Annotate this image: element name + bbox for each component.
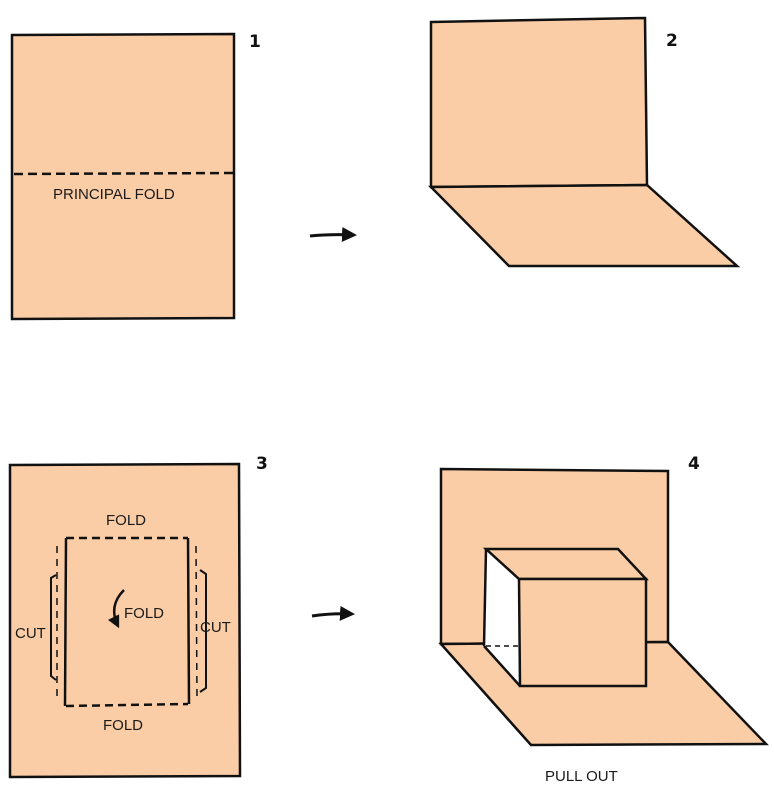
popup-hole-back	[484, 549, 520, 686]
step-1: PRINCIPAL FOLD 1	[10, 32, 261, 321]
cut-right-label: CUT	[200, 619, 231, 636]
popup-fold-edge	[483, 645, 521, 687]
right-arrow-icon	[311, 605, 355, 621]
fold-line-bottom	[65, 702, 189, 708]
principal-fold-line	[13, 171, 235, 176]
popup-cut-edge	[482, 548, 488, 647]
cut-left-label: CUT	[15, 625, 46, 642]
curved-down-arrow-icon	[107, 589, 125, 629]
step-2-number: 2	[666, 31, 678, 51]
pull-out-label: PULL OUT	[545, 768, 618, 785]
step-4-number: 4	[688, 454, 700, 474]
step-2-base-panel	[428, 183, 741, 268]
popup-box-front	[517, 577, 648, 688]
cut-bracket-right	[199, 569, 207, 693]
step-2: 2	[428, 16, 741, 268]
principal-fold-label: PRINCIPAL FOLD	[53, 186, 175, 203]
cut-line-right	[186, 537, 191, 705]
step-3-sheet	[8, 462, 242, 779]
step-1-sheet	[10, 32, 236, 321]
fold-bottom-label: FOLD	[103, 717, 143, 734]
step-3-number: 3	[256, 454, 268, 474]
step-4: PULL OUT 4	[438, 454, 769, 785]
right-arrow-icon	[309, 227, 357, 242]
step-3: FOLD FOLD FOLD CUT CUT 3	[8, 454, 268, 779]
fold-center-label: FOLD	[124, 605, 164, 622]
step-2-back-panel	[429, 16, 649, 189]
step-1-number: 1	[249, 32, 261, 52]
fold-top-label: FOLD	[106, 512, 146, 529]
cut-bracket-left	[50, 574, 57, 681]
cut-line-left	[63, 537, 68, 707]
